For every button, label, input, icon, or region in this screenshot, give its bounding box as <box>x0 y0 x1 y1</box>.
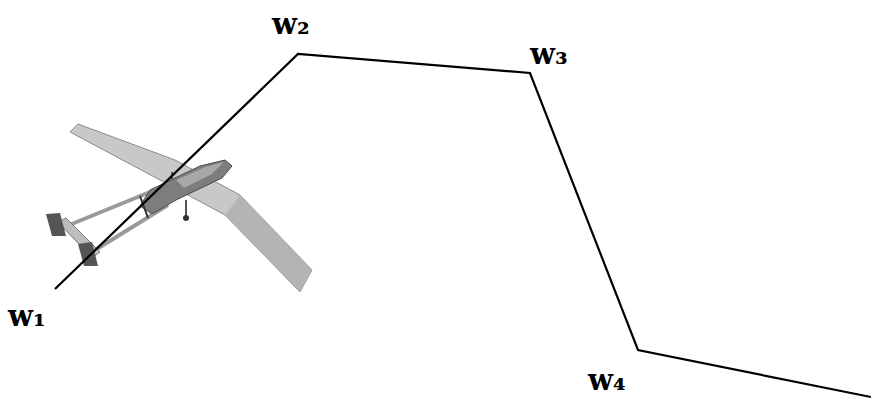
waypoint-label: w₂ <box>272 10 310 39</box>
waypoint-label: w₁ <box>8 302 46 331</box>
uav-drawing <box>46 124 312 292</box>
waypoint-label: w₃ <box>530 40 568 69</box>
waypoint-label: w₄ <box>588 366 626 395</box>
waypoint-path <box>55 54 871 397</box>
